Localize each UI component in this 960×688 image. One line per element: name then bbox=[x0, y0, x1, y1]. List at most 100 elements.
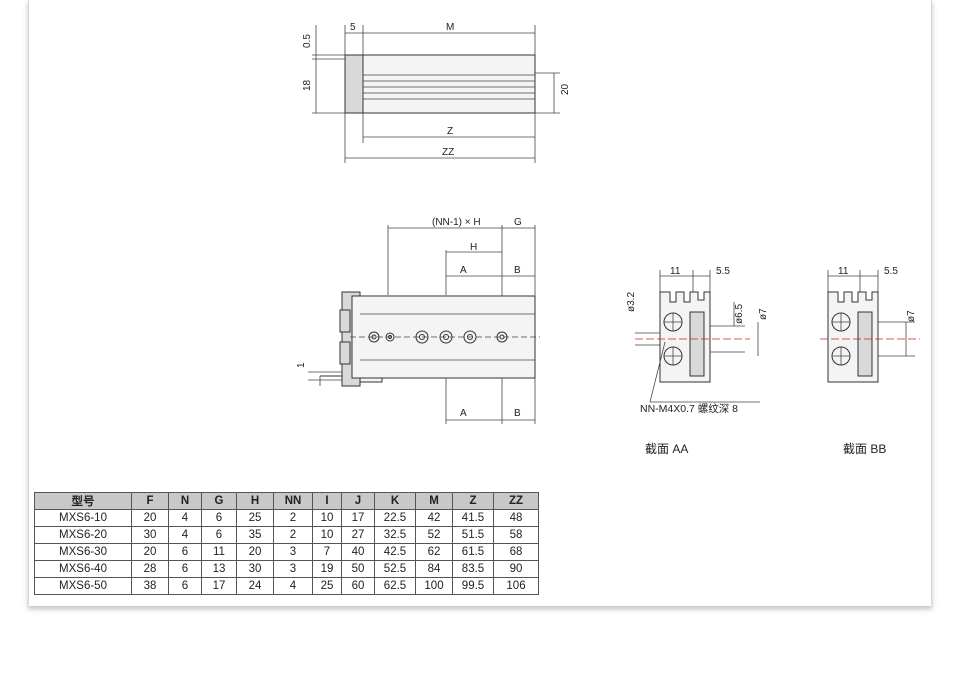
value-cell: 3 bbox=[273, 560, 313, 578]
value-cell: 42 bbox=[415, 509, 453, 527]
value-cell: 30 bbox=[236, 560, 274, 578]
col-header: K bbox=[374, 492, 416, 510]
value-cell: 20 bbox=[131, 509, 169, 527]
aa-dim-7: ø7 bbox=[758, 308, 769, 320]
dim-0-5: 0.5 bbox=[302, 34, 313, 48]
value-cell: 58 bbox=[493, 526, 539, 544]
value-cell: 3 bbox=[273, 543, 313, 561]
dim-b-bottom: B bbox=[514, 408, 521, 419]
dim-5: 5 bbox=[350, 22, 356, 33]
dim-zz: ZZ bbox=[442, 147, 454, 158]
value-cell: 4 bbox=[273, 577, 313, 595]
value-cell: 32.5 bbox=[374, 526, 416, 544]
value-cell: 4 bbox=[168, 509, 202, 527]
dim-1: 1 bbox=[296, 362, 307, 368]
value-cell: 6 bbox=[168, 543, 202, 561]
aa-rail bbox=[689, 311, 705, 377]
col-header: NN bbox=[273, 492, 313, 510]
section-aa-drawing: 11 5.5 ø3.2 ø6.5 ø7 NN-M4X0.7 螺纹深 8 bbox=[626, 266, 769, 415]
value-cell: 99.5 bbox=[452, 577, 494, 595]
section-bb-drawing: 11 5.5 ø7 bbox=[820, 266, 920, 383]
value-cell: 42.5 bbox=[374, 543, 416, 561]
value-cell: 50 bbox=[341, 560, 375, 578]
col-header: 型号 bbox=[34, 492, 132, 510]
aa-dim-5-5: 5.5 bbox=[716, 266, 730, 277]
dim-z: Z bbox=[447, 126, 453, 137]
dim-18: 18 bbox=[302, 79, 313, 91]
value-cell: 62 bbox=[415, 543, 453, 561]
model-cell: MXS6-10 bbox=[34, 509, 132, 527]
top-body bbox=[344, 54, 536, 114]
value-cell: 17 bbox=[201, 577, 237, 595]
table-header-row: 型号 F N G H NN I J K M Z ZZ bbox=[34, 492, 539, 510]
bb-rail bbox=[857, 311, 873, 377]
value-cell: 25 bbox=[236, 509, 274, 527]
value-cell: 41.5 bbox=[452, 509, 494, 527]
value-cell: 17 bbox=[341, 509, 375, 527]
col-header: I bbox=[312, 492, 342, 510]
dim-h: H bbox=[470, 242, 477, 253]
col-header: G bbox=[201, 492, 237, 510]
value-cell: 19 bbox=[312, 560, 342, 578]
col-header: ZZ bbox=[493, 492, 539, 510]
value-cell: 10 bbox=[312, 509, 342, 527]
value-cell: 90 bbox=[493, 560, 539, 578]
value-cell: 84 bbox=[415, 560, 453, 578]
value-cell: 83.5 bbox=[452, 560, 494, 578]
section-bb-caption: 截面 BB bbox=[843, 442, 887, 456]
dim-nn-h: (NN-1) × H bbox=[432, 217, 481, 228]
value-cell: 6 bbox=[168, 577, 202, 595]
col-header: Z bbox=[452, 492, 494, 510]
value-cell: 68 bbox=[493, 543, 539, 561]
value-cell: 27 bbox=[341, 526, 375, 544]
value-cell: 48 bbox=[493, 509, 539, 527]
value-cell: 30 bbox=[131, 526, 169, 544]
aa-dim-11: 11 bbox=[670, 266, 681, 277]
value-cell: 20 bbox=[131, 543, 169, 561]
col-header: J bbox=[341, 492, 375, 510]
value-cell: 20 bbox=[236, 543, 274, 561]
col-header: N bbox=[168, 492, 202, 510]
value-cell: 13 bbox=[201, 560, 237, 578]
side-view-drawing: (NN-1) × H G H A B 1 A B bbox=[296, 217, 540, 424]
value-cell: 22.5 bbox=[374, 509, 416, 527]
dim-m: M bbox=[446, 22, 454, 33]
model-cell: MXS6-40 bbox=[34, 560, 132, 578]
value-cell: 38 bbox=[131, 577, 169, 595]
bb-dim-5-5: 5.5 bbox=[884, 266, 898, 277]
bb-dim-7: ø7 bbox=[906, 310, 917, 322]
value-cell: 40 bbox=[341, 543, 375, 561]
value-cell: 61.5 bbox=[452, 543, 494, 561]
value-cell: 7 bbox=[312, 543, 342, 561]
value-cell: 10 bbox=[312, 526, 342, 544]
model-cell: MXS6-20 bbox=[34, 526, 132, 544]
value-cell: 6 bbox=[168, 560, 202, 578]
value-cell: 11 bbox=[201, 543, 237, 561]
value-cell: 6 bbox=[201, 509, 237, 527]
value-cell: 2 bbox=[273, 509, 313, 527]
side-bolt-upper bbox=[339, 309, 351, 333]
value-cell: 25 bbox=[312, 577, 342, 595]
aa-dim-6-5: ø6.5 bbox=[734, 304, 745, 324]
value-cell: 52 bbox=[415, 526, 453, 544]
value-cell: 4 bbox=[168, 526, 202, 544]
dim-20: 20 bbox=[560, 83, 571, 95]
section-aa-caption: 截面 AA bbox=[645, 442, 689, 456]
value-cell: 6 bbox=[201, 526, 237, 544]
value-cell: 24 bbox=[236, 577, 274, 595]
value-cell: 28 bbox=[131, 560, 169, 578]
col-header: M bbox=[415, 492, 453, 510]
value-cell: 106 bbox=[493, 577, 539, 595]
value-cell: 52.5 bbox=[374, 560, 416, 578]
top-view-drawing: 5 M 0.5 18 20 Z ZZ bbox=[302, 22, 571, 163]
value-cell: 62.5 bbox=[374, 577, 416, 595]
col-header: F bbox=[131, 492, 169, 510]
dim-g: G bbox=[514, 217, 522, 228]
value-cell: 51.5 bbox=[452, 526, 494, 544]
dim-b-top: B bbox=[514, 265, 521, 276]
value-cell: 100 bbox=[415, 577, 453, 595]
